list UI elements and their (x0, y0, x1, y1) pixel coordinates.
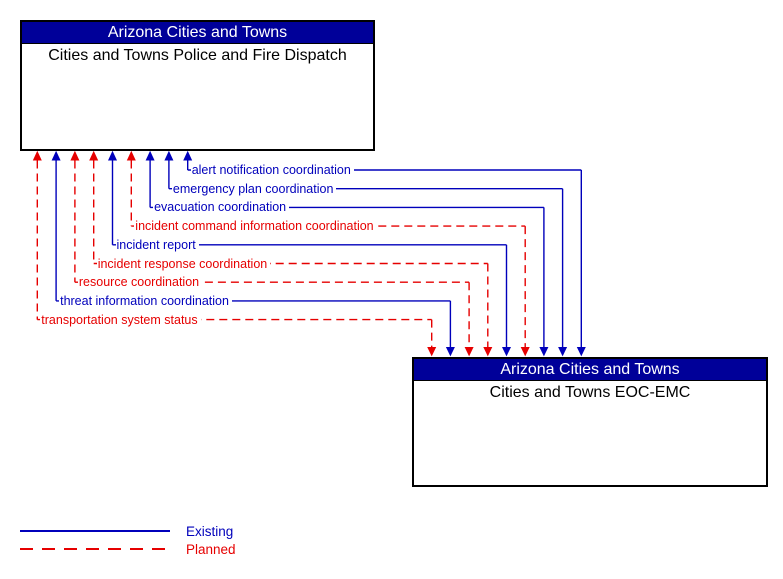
arrowhead-icon (464, 347, 474, 357)
arrowhead-icon (502, 347, 511, 357)
arrowhead-icon (539, 347, 549, 357)
entity-box-police-fire-dispatch[interactable]: Arizona Cities and Towns Cities and Town… (20, 20, 375, 151)
arrowhead-icon (427, 347, 437, 357)
legend-planned-label: Planned (186, 542, 236, 557)
flow-label: evacuation coordination (153, 199, 290, 216)
arrowhead-icon (483, 347, 493, 357)
flow-label: incident report (115, 236, 199, 253)
entity-title: Cities and Towns EOC-EMC (489, 384, 691, 401)
arrowhead-icon (576, 347, 586, 357)
arrowhead-icon (145, 150, 155, 161)
entity-title: Cities and Towns Police and Fire Dispatc… (48, 47, 347, 64)
arrowhead-icon (32, 150, 42, 161)
arrowhead-icon (183, 150, 193, 161)
flow-label: incident response coordination (96, 255, 271, 272)
entity-header: Arizona Cities and Towns (22, 22, 373, 44)
arrowhead-icon (108, 150, 117, 161)
flow-label: threat information coordination (59, 292, 232, 309)
entity-header: Arizona Cities and Towns (414, 359, 766, 381)
legend-existing-label: Existing (186, 524, 234, 539)
flow-label: resource coordination (77, 274, 203, 291)
arrowhead-icon (70, 150, 80, 161)
arrowhead-icon (51, 150, 61, 161)
flow-label: emergency plan coordination (171, 180, 337, 197)
arrowhead-icon (520, 347, 530, 357)
arrowhead-icon (89, 150, 99, 161)
arrowhead-icon (164, 150, 174, 161)
arrowhead-icon (126, 150, 136, 161)
flow-label: transportation system status (40, 311, 201, 328)
flow-label: incident command information coordinatio… (134, 218, 377, 235)
entity-box-eoc-emc[interactable]: Arizona Cities and Towns Cities and Town… (412, 357, 768, 487)
flow-label: alert notification coordination (190, 162, 354, 178)
arrowhead-icon (445, 347, 455, 357)
arrowhead-icon (558, 347, 568, 357)
